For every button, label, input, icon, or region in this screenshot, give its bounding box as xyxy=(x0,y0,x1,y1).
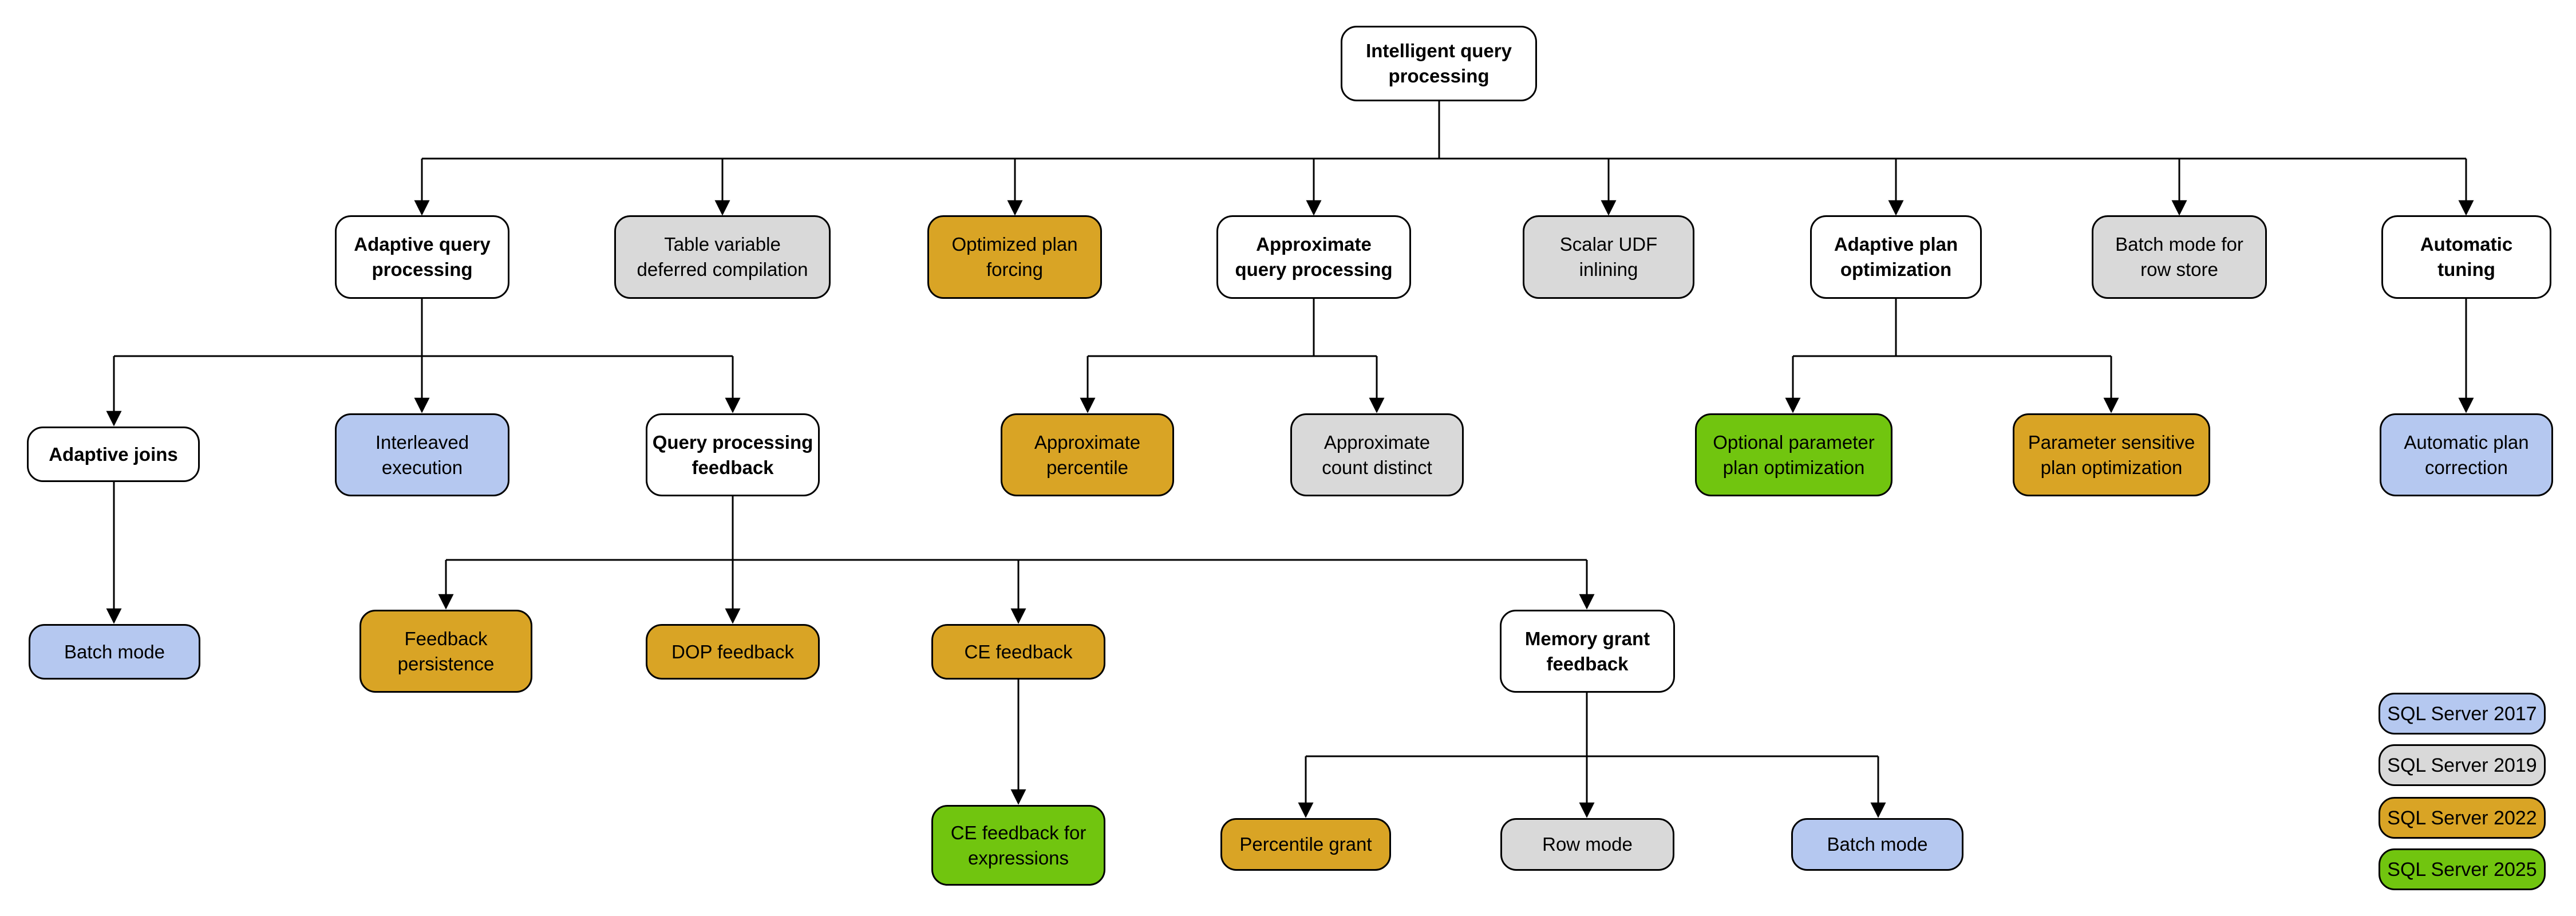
node-row-mode: Row mode xyxy=(1500,818,1674,871)
node-intelligent-query-processing: Intelligent query processing xyxy=(1341,26,1537,101)
node-feedback-persistence: Feedback persistence xyxy=(359,610,532,693)
node-ce-feedback-for-expressions: CE feedback for expressions xyxy=(931,805,1105,886)
node-percentile-grant: Percentile grant xyxy=(1220,818,1391,871)
node-batch-mode-for-row-store: Batch mode for row store xyxy=(2092,215,2267,299)
node-interleaved-execution: Interleaved execution xyxy=(335,413,509,496)
node-optional-parameter-plan-optimization: Optional parameter plan optimization xyxy=(1695,413,1893,496)
node-dop-feedback: DOP feedback xyxy=(646,624,820,680)
node-memory-grant-feedback: Memory grant feedback xyxy=(1500,610,1675,693)
node-approximate-count-distinct: Approximate count distinct xyxy=(1290,413,1464,496)
legend-sql-server-2017: SQL Server 2017 xyxy=(2379,693,2546,735)
node-adaptive-joins: Adaptive joins xyxy=(27,427,200,482)
node-batch-mode-memory-grant: Batch mode xyxy=(1791,818,1963,871)
node-ce-feedback: CE feedback xyxy=(931,624,1105,680)
node-optimized-plan-forcing: Optimized plan forcing xyxy=(927,215,1102,299)
legend-sql-server-2019: SQL Server 2019 xyxy=(2379,744,2546,786)
legend-sql-server-2022: SQL Server 2022 xyxy=(2379,797,2546,839)
node-batch-mode-adaptive-joins: Batch mode xyxy=(29,624,200,680)
node-adaptive-plan-optimization: Adaptive plan optimization xyxy=(1810,215,1982,299)
node-scalar-udf-inlining: Scalar UDF inlining xyxy=(1523,215,1694,299)
node-adaptive-query-processing: Adaptive query processing xyxy=(335,215,509,299)
node-query-processing-feedback: Query processing feedback xyxy=(646,413,820,496)
node-approximate-percentile: Approximate percentile xyxy=(1001,413,1174,496)
legend-sql-server-2025: SQL Server 2025 xyxy=(2379,848,2546,890)
node-table-variable-deferred-compilation: Table variable deferred compilation xyxy=(614,215,831,299)
node-automatic-tuning: Automatic tuning xyxy=(2381,215,2551,299)
node-parameter-sensitive-plan-optimization: Parameter sensitive plan optimization xyxy=(2013,413,2210,496)
node-approximate-query-processing: Approximate query processing xyxy=(1216,215,1411,299)
node-automatic-plan-correction: Automatic plan correction xyxy=(2380,413,2553,496)
